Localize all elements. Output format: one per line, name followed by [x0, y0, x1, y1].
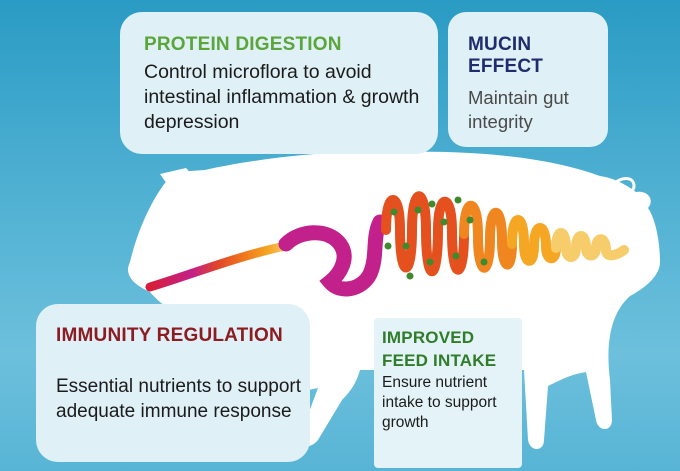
pig-ear	[160, 168, 194, 202]
gut-intestine	[381, 191, 629, 277]
improved-feed-intake-card: IMPROVED FEED INTAKE Ensure nutrient int…	[374, 318, 522, 468]
mucin-effect-title: MUCIN EFFECT	[468, 34, 544, 77]
gut-esophagus	[145, 240, 295, 292]
improved-feed-intake-text: Ensure nutrient intake to support growth	[382, 374, 497, 431]
protein-digestion-card: PROTEIN DIGESTION Control microflora to …	[120, 12, 438, 154]
improved-feed-intake-title: IMPROVED FEED INTAKE	[382, 328, 497, 370]
protein-digestion-text: Control microflora to avoid intestinal i…	[144, 61, 420, 133]
immunity-regulation-card: IMMUNITY REGULATION Essential nutrients …	[36, 304, 310, 462]
mucin-effect-card: MUCIN EFFECT Maintain gut integrity	[448, 12, 608, 147]
immunity-regulation-title: IMMUNITY REGULATION	[56, 325, 283, 346]
gut-microflora-dots	[384, 196, 488, 280]
pig-tail	[610, 177, 636, 194]
gut-stomach	[278, 214, 388, 297]
immunity-regulation-text: Essential nutrients to support adequate …	[56, 376, 302, 422]
protein-digestion-title: PROTEIN DIGESTION	[144, 34, 342, 55]
mucin-effect-text: Maintain gut integrity	[468, 87, 569, 132]
